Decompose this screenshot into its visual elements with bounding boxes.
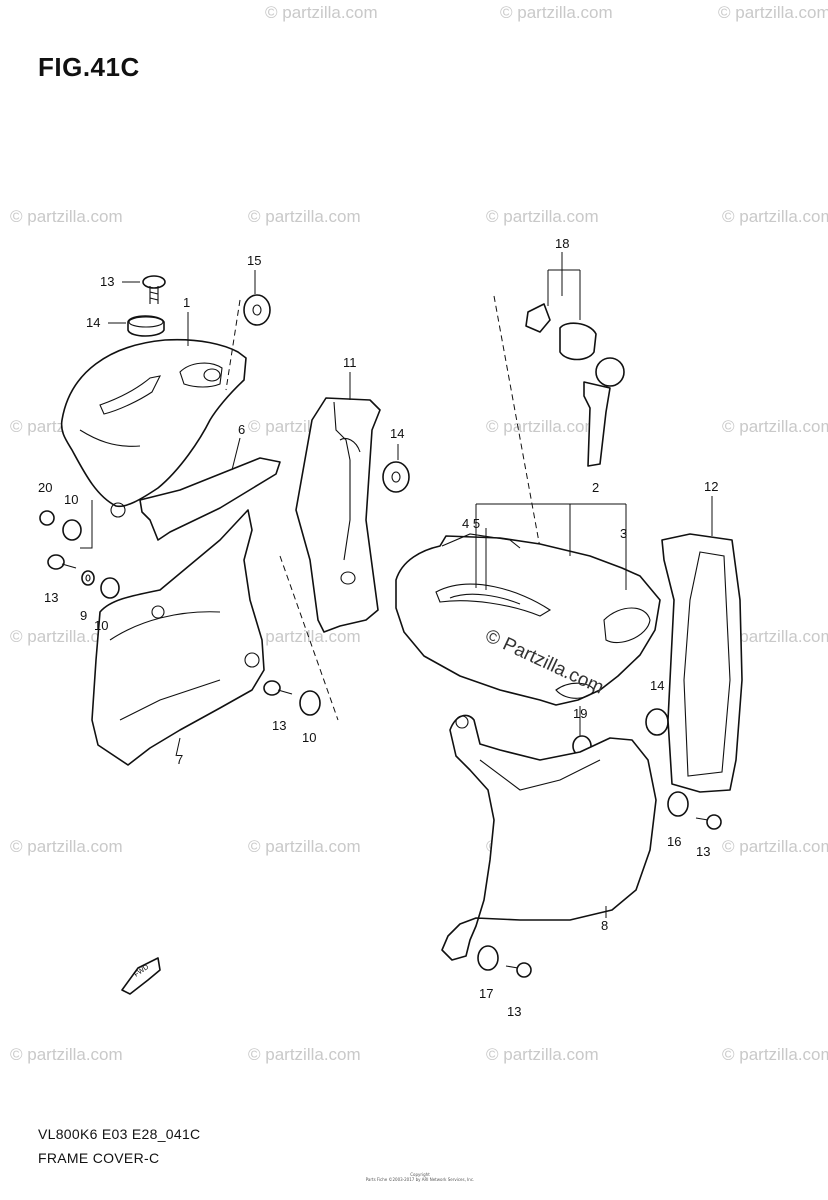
watermark: © partzilla.com xyxy=(722,627,828,646)
part-8-side-cover xyxy=(441,714,657,961)
callout-13: 13 xyxy=(507,1004,521,1019)
watermark: © partzilla.com xyxy=(265,3,378,22)
copyright-notice: Copyright Parts Fiche ©2003-2017 by ARI … xyxy=(340,1172,500,1182)
callout-leaders xyxy=(80,252,713,918)
callout-labels: 1 2 3 4 5 6 7 8 9 10 10 10 11 12 13 13 1… xyxy=(38,236,718,1019)
callout-14: 14 xyxy=(650,678,664,693)
part-18-lock-set xyxy=(525,303,625,467)
part-6-gasket xyxy=(139,457,281,541)
part-15-grommet xyxy=(243,294,271,326)
callout-2: 2 xyxy=(592,480,599,495)
part-10-grommet xyxy=(62,519,321,716)
watermark: © partzilla.com xyxy=(722,207,828,226)
watermark: © partzilla.com xyxy=(718,3,828,22)
watermark: © partzilla.com xyxy=(248,207,361,226)
callout-20: 20 xyxy=(38,480,52,495)
watermark: © partzilla.com xyxy=(10,627,123,646)
watermark: © partzilla.com xyxy=(486,417,599,436)
callout-13: 13 xyxy=(100,274,114,289)
part-13-screw xyxy=(505,814,722,978)
callout-9: 9 xyxy=(80,608,87,623)
watermark: © partzilla.com xyxy=(248,837,361,856)
diagram-code: VL800K6 E03 E28_041C xyxy=(38,1126,201,1142)
watermark: © partzilla.com xyxy=(10,1045,123,1064)
part-11-bracket xyxy=(295,397,381,633)
watermark: © partzilla.com xyxy=(722,837,828,856)
callout-3: 3 xyxy=(620,526,627,541)
watermark: © partzilla.com xyxy=(486,1045,599,1064)
dashed-leader xyxy=(279,555,339,721)
callout-14: 14 xyxy=(390,426,404,441)
callout-13: 13 xyxy=(696,844,710,859)
watermark: © partzilla.com xyxy=(486,207,599,226)
watermark: © partzilla.com xyxy=(248,1045,361,1064)
watermark-grid: © partzilla.com © partzilla.com © partzi… xyxy=(10,3,828,1064)
dashed-leader xyxy=(225,299,241,391)
figure-title: FIG.41C xyxy=(38,52,140,82)
diagram-name: FRAME COVER-C xyxy=(38,1150,160,1166)
part-20-bolt xyxy=(39,510,55,526)
part-16-grommet xyxy=(667,791,689,817)
callout-16: 16 xyxy=(667,834,681,849)
part-13-screw xyxy=(142,275,166,304)
callout-10: 10 xyxy=(302,730,316,745)
copyright-line: Copyright xyxy=(410,1172,430,1177)
callout-19: 19 xyxy=(573,706,587,721)
part-14-grommet xyxy=(127,315,165,337)
copyright-line: Parts Fiche ©2003-2017 by ARI Network Se… xyxy=(365,1177,475,1182)
callout-13: 13 xyxy=(272,718,286,733)
part-7-frame-cover xyxy=(91,509,265,766)
callout-18: 18 xyxy=(555,236,569,251)
fwd-arrow: FWD xyxy=(121,957,161,995)
watermark: © partzilla.com xyxy=(722,1045,828,1064)
part-9-washer xyxy=(81,570,95,586)
callout-6: 6 xyxy=(238,422,245,437)
callout-15: 15 xyxy=(247,253,261,268)
watermark: © partzilla.com xyxy=(10,837,123,856)
callout-10: 10 xyxy=(94,618,108,633)
callout-11: 11 xyxy=(343,355,357,370)
callout-7: 7 xyxy=(176,752,183,767)
callout-12: 12 xyxy=(704,479,718,494)
part-13-screw xyxy=(47,554,293,696)
callout-8: 8 xyxy=(601,918,608,933)
callout-1: 1 xyxy=(183,295,190,310)
callout-4-5: 4 5 xyxy=(462,516,480,531)
part-1-frame-cover xyxy=(60,338,247,518)
callout-17: 17 xyxy=(479,986,493,1001)
watermark: © partzilla.com xyxy=(248,627,361,646)
callout-13: 13 xyxy=(44,590,58,605)
part-14-grommet xyxy=(382,461,410,493)
part-17-grommet xyxy=(477,945,499,971)
watermark: © partzilla.com xyxy=(722,417,828,436)
part-14-grommet xyxy=(645,708,669,736)
part-12-trim xyxy=(661,533,743,793)
part-2-frame-cover xyxy=(395,533,661,706)
watermark: © partzilla.com xyxy=(10,207,123,226)
watermark: © partzilla.com xyxy=(500,3,613,22)
callout-14: 14 xyxy=(86,315,100,330)
callout-10: 10 xyxy=(64,492,78,507)
